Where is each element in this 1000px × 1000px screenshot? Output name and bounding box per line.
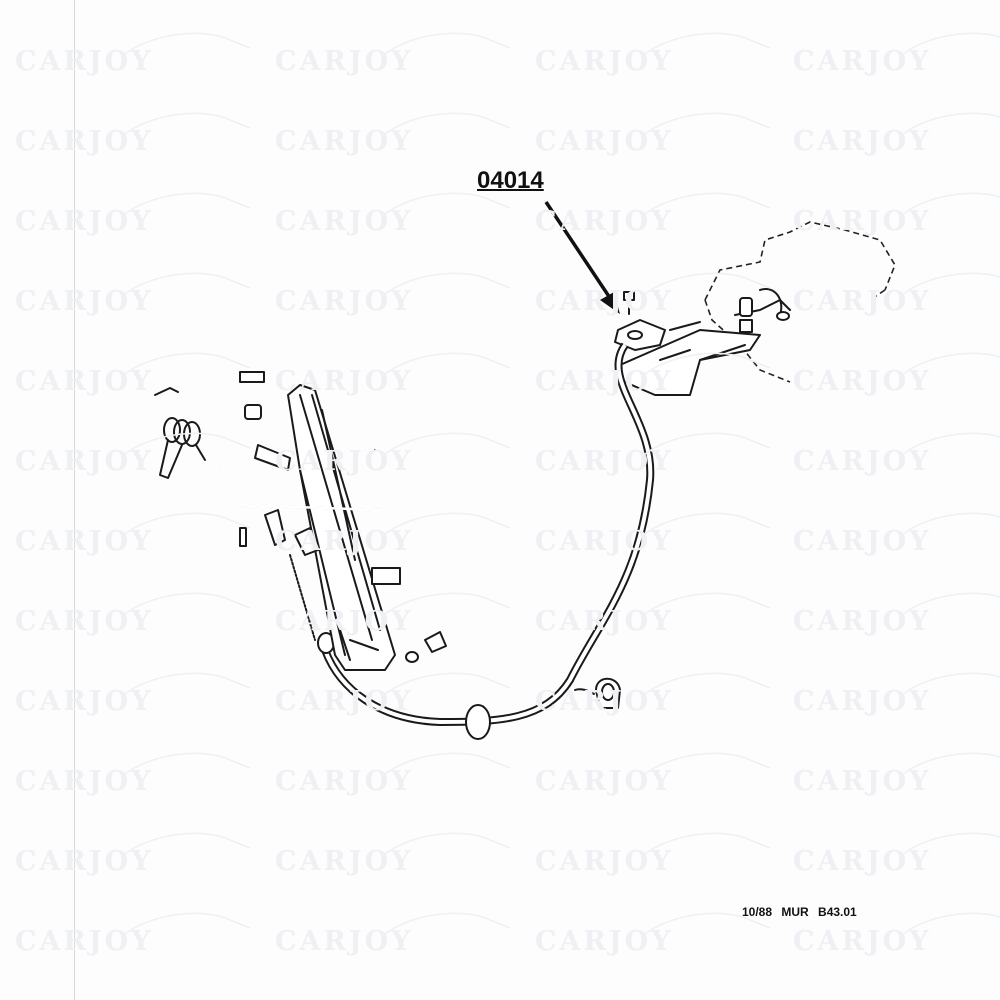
part-number-label: 04014 — [477, 167, 544, 194]
throttle-cable-inner — [323, 343, 653, 725]
page-margin-line — [74, 0, 75, 1000]
bolt — [371, 567, 447, 663]
mounting-bracket — [614, 288, 791, 396]
accelerator-pedal — [287, 384, 396, 671]
cable-clip — [574, 677, 621, 709]
cable-grommet — [465, 704, 491, 740]
return-spring — [154, 387, 206, 479]
pedal-lever-rod — [218, 371, 402, 641]
footer-reference: 10/88 MUR B43.01 — [742, 905, 857, 919]
screw — [623, 291, 635, 315]
engine-outline — [704, 221, 896, 383]
callout-arrow — [544, 201, 620, 314]
